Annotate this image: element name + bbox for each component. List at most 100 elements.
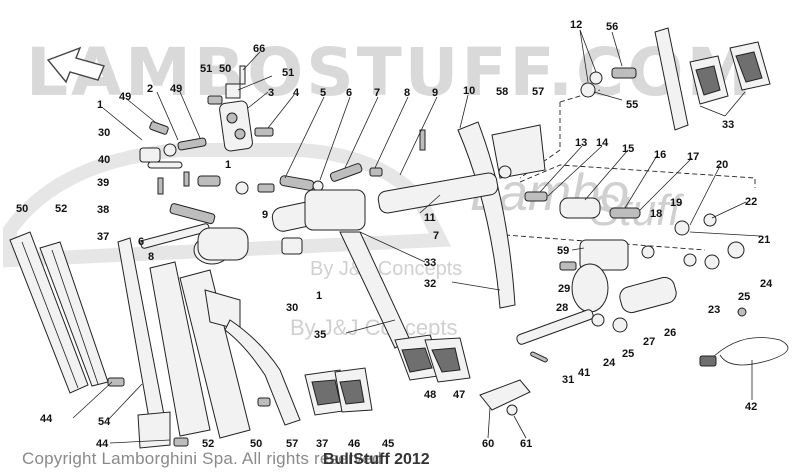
part-label-16: 16 — [654, 149, 666, 161]
part-label-62: 61 — [520, 438, 532, 450]
part-label-49b: 49 — [119, 91, 131, 103]
part-label-6b: 6 — [138, 236, 144, 248]
part-label-47: 47 — [453, 389, 465, 401]
bolt-13 — [524, 191, 548, 202]
part-label-24a: 24 — [760, 278, 773, 290]
bolt-4 — [254, 127, 274, 137]
cable-42 — [709, 337, 789, 366]
part-label-15: 15 — [622, 143, 634, 155]
part-label-8b: 8 — [148, 251, 154, 263]
spring-8 — [329, 163, 363, 182]
pedal-bracket-44 — [137, 411, 171, 449]
washer-58 — [498, 165, 512, 179]
clip-50 — [225, 83, 241, 99]
part-label-10: 10 — [463, 85, 475, 97]
part-label-41: 41 — [578, 367, 590, 379]
bolt-29 — [559, 261, 577, 271]
sensor-25 — [737, 307, 747, 317]
part-label-17: 17 — [687, 151, 699, 163]
part-label-23: 23 — [708, 304, 720, 316]
bracket-61 — [479, 379, 531, 411]
bolt-51 — [207, 95, 223, 105]
pin-9b — [419, 129, 426, 151]
part-label-54: 54 — [98, 416, 111, 428]
part-label-20: 20 — [716, 159, 728, 171]
part-label-25a: 25 — [738, 291, 750, 303]
part-label-48: 48 — [424, 389, 436, 401]
bolt-56 — [611, 67, 637, 79]
leader-lines — [72, 29, 761, 444]
part-label-1a: 1 — [97, 99, 103, 111]
part-label-59: 57 — [286, 438, 298, 450]
clip-30-lower — [281, 237, 303, 255]
part-label-29: 29 — [558, 283, 570, 295]
part-label-44b: 44 — [96, 438, 109, 450]
bolt-44b — [173, 437, 189, 447]
pin-66 — [239, 65, 246, 85]
washer-24 — [704, 254, 720, 270]
bracket-3 — [219, 100, 253, 152]
part-label-24b: 24 — [603, 357, 616, 369]
part-label-30b: 30 — [286, 302, 298, 314]
part-label-60: 59 — [557, 245, 569, 257]
washer-25 — [612, 317, 628, 333]
carrier-7 — [304, 189, 366, 231]
washer-2 — [163, 143, 177, 157]
nut-62 — [506, 404, 518, 416]
bolt-6 — [257, 183, 275, 193]
washer-24c — [591, 313, 605, 327]
watermark-brand: LAMBOSTUFF.COM — [26, 34, 755, 111]
part-label-19: 19 — [670, 197, 682, 209]
part-label-53b: 52 — [202, 438, 214, 450]
part-label-38: 38 — [97, 204, 109, 216]
part-label-32: 32 — [424, 278, 436, 290]
part-label-46: 46 — [348, 438, 360, 450]
part-label-51b: 51 — [282, 67, 294, 79]
bracket-60 — [579, 239, 629, 271]
part-label-13: 13 — [575, 137, 587, 149]
part-label-61: 60 — [482, 438, 494, 450]
part-label-44a: 44 — [40, 413, 53, 425]
part-label-49a: 49 — [170, 83, 182, 95]
spring-26 — [619, 276, 677, 314]
housing-8 — [197, 227, 249, 261]
washer-19 — [674, 220, 690, 236]
part-label-34: 33 — [722, 119, 734, 131]
part-label-26: 26 — [664, 327, 676, 339]
tube-11 — [377, 172, 499, 214]
part-label-58: 58 — [496, 86, 508, 98]
part-label-35: 35 — [314, 329, 326, 341]
footer-copyright: Copyright Lamborghini Spa. All rights re… — [22, 449, 382, 468]
bracket-57 — [491, 124, 546, 179]
part-label-27: 27 — [643, 336, 655, 348]
pedal-pad-53 — [149, 261, 211, 437]
arrow-logo-icon — [46, 46, 105, 84]
bushing-15 — [559, 197, 601, 219]
part-label-39: 39 — [97, 177, 109, 189]
part-label-40: 40 — [98, 154, 110, 166]
part-label-8: 8 — [404, 87, 410, 99]
part-label-42: 42 — [745, 401, 757, 413]
pin-31 — [530, 351, 548, 363]
bolt-59 — [257, 397, 271, 407]
part-label-21: 21 — [758, 234, 770, 246]
pin-40 — [147, 161, 183, 169]
part-label-51a: 51 — [200, 63, 212, 75]
part-label-9: 9 — [432, 87, 438, 99]
part-label-30a: 30 — [98, 127, 110, 139]
part-label-6: 6 — [346, 87, 352, 99]
bolt-38 — [197, 175, 221, 187]
part-label-31: 31 — [562, 374, 574, 386]
part-label-33: 33 — [424, 257, 436, 269]
nut-9 — [369, 167, 383, 177]
part-label-37: 37 — [316, 438, 328, 450]
part-label-5: 5 — [320, 87, 326, 99]
part-label-4: 4 — [293, 87, 300, 99]
pin-2 — [177, 137, 207, 151]
part-label-2: 2 — [147, 83, 153, 95]
part-label-36: 37 — [97, 231, 109, 243]
part-label-25b: 25 — [622, 348, 634, 360]
part-labels: 66 51 50 51 3 4 5 6 7 8 9 10 2 49 49 1 3… — [16, 19, 773, 450]
spring-36 — [169, 203, 216, 225]
